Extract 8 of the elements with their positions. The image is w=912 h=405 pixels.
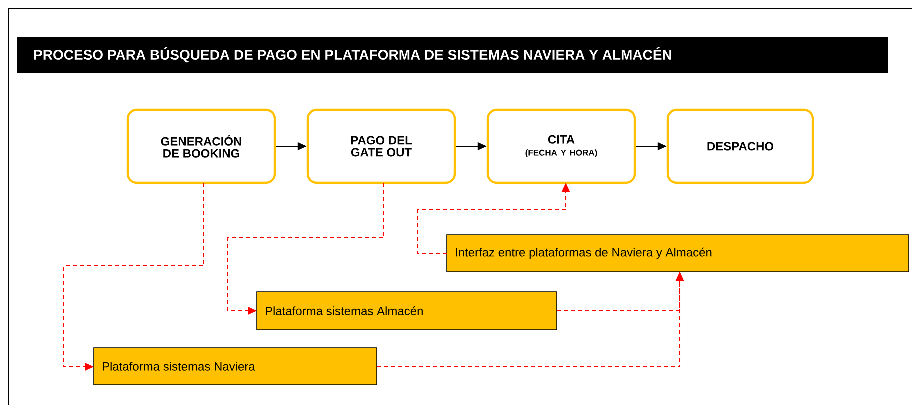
process-box: PAGO DEL GATE OUT (306, 108, 456, 184)
platform-box: Plataforma sistemas Almacén (256, 292, 558, 330)
process-box: CITA (FECHA Y HORA) (486, 108, 636, 184)
title-banner: PROCESO PARA BÚSQUEDA DE PAGO EN PLATAFORMA DE SISTEMAS NAVIERA Y ALMACÉN (17, 37, 888, 73)
process-box: GENERACIÓN DE BOOKING (126, 108, 276, 184)
platform-box: Interfaz entre plataformas de Naviera y Almacén (446, 234, 910, 272)
platform-box: Plataforma sistemas Naviera (94, 348, 378, 386)
process-box: DESPACHO (666, 108, 814, 184)
